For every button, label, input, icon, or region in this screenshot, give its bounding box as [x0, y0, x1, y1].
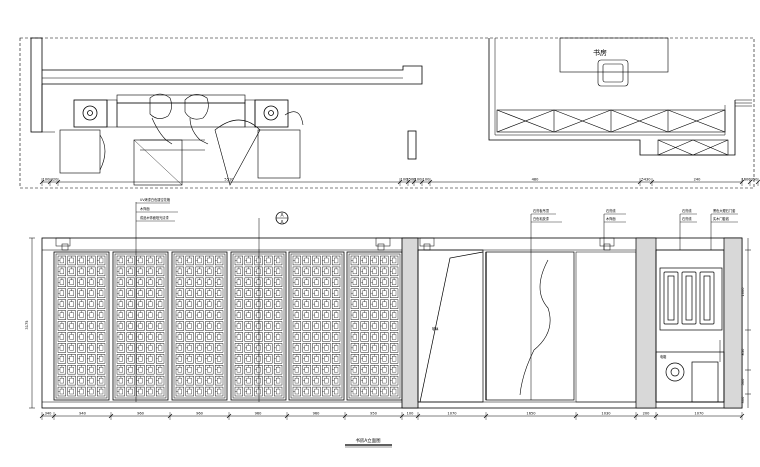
plan-chairs	[59, 111, 304, 186]
elev-dim-text: 1070	[447, 412, 457, 416]
plan-left-wall	[30, 37, 43, 133]
plan-top-wall	[42, 65, 423, 85]
right-dim-text-3: 500	[741, 378, 745, 386]
elev-dim-text: 960	[137, 412, 145, 416]
plan-corridor-line	[41, 84, 55, 133]
section-marker-bottom: A	[280, 220, 284, 226]
elevation-view	[29, 202, 751, 448]
plan-dim-ticks	[39, 178, 760, 186]
plan-dim-text: 100	[401, 178, 409, 182]
plan-dim-text: 1600	[741, 178, 751, 182]
label-glass: 玻璃	[432, 326, 439, 331]
callout-left-2: 木饰面	[140, 206, 150, 211]
lattice-panel	[346, 251, 403, 401]
callout-right-d-1: 黑色大理石门套	[713, 208, 736, 213]
lattice-panel	[288, 251, 345, 401]
elev-dim-text: 340	[45, 412, 53, 416]
ceiling-details	[55, 237, 615, 251]
drawing-title: 书房A立面图	[356, 437, 382, 444]
lattice-panel	[171, 251, 228, 401]
plan-dim-text: 100	[43, 178, 51, 182]
callout-right-a-2: 白色乳胶漆	[533, 216, 550, 221]
callout-right-c-1: 石膏线	[682, 208, 692, 213]
plan-dim-text: 1500	[406, 178, 416, 182]
callout-right-b-1: 石膏线	[606, 208, 616, 213]
lattice-panel	[230, 251, 287, 401]
plan-room-label: 书房	[593, 48, 607, 57]
plan-right-room-wall	[488, 38, 736, 156]
plan-left-cabinet	[73, 99, 118, 128]
left-dim-text: 3175	[25, 320, 29, 329]
lattice-panel	[53, 251, 110, 401]
section-marker-top: A	[280, 213, 284, 219]
elev-dim-text: 960	[313, 412, 321, 416]
elevation-column	[401, 237, 419, 409]
elevation-right-cabinet	[635, 237, 743, 409]
plan-view	[19, 37, 760, 189]
plan-dim-text: 350	[751, 178, 759, 182]
elevation-dim-ticks	[39, 412, 745, 420]
lattice-panels	[53, 251, 403, 401]
elev-dim-text: 1070	[694, 412, 704, 416]
right-dim-text-1: 1000	[741, 287, 745, 297]
callout-right-a-1: 石膏板吊顶	[533, 208, 550, 213]
elev-dim-text: 100	[407, 412, 415, 416]
label-electric-box: 电箱	[660, 354, 667, 359]
plan-dim-text: 480	[532, 178, 540, 182]
elev-dim-text: 940	[79, 412, 87, 416]
plan-dim-text: 100	[423, 178, 431, 182]
elevation-dim-texts: 340 940 960 960 960 960 950 100 1070 1650 1030 200 1…	[45, 412, 705, 416]
plan-dashed-boundary	[19, 37, 755, 189]
plan-pillar	[407, 130, 417, 160]
elevation-door-area	[417, 249, 637, 403]
plan-pipes	[735, 99, 752, 107]
callout-left-1: UV烤漆白色镂空花格	[140, 197, 171, 202]
elev-dim-text: 1030	[601, 412, 611, 416]
plan-sofa-figures	[116, 93, 246, 186]
lattice-panel	[112, 251, 169, 401]
elev-dim-text: 1650	[526, 412, 536, 416]
elev-dim-text: 200	[643, 412, 651, 416]
plan-right-cabinet	[244, 99, 289, 128]
plan-desk	[559, 37, 669, 87]
plan-bookshelf	[496, 109, 729, 156]
elev-dim-text: 960	[196, 412, 204, 416]
callout-right-d-2: 实木门套线	[713, 216, 730, 221]
plan-dim-text: 5430	[641, 178, 651, 182]
plan-dim-text: 240	[694, 178, 702, 182]
elev-dim-text: 960	[255, 412, 263, 416]
callout-right-b-2: 木饰面	[606, 216, 616, 221]
right-dim-text-4: 300	[741, 396, 745, 404]
plan-dim-text: 420	[51, 178, 59, 182]
callout-right-c-2: 石膏线	[682, 216, 692, 221]
elev-dim-text: 950	[370, 412, 378, 416]
right-dim-text-2: 850	[741, 348, 745, 356]
plan-dim-text: 100	[415, 178, 423, 182]
callout-left-3: 成品木饰面哑光清漆	[140, 215, 169, 220]
plan-dim-text: 5510	[224, 178, 234, 182]
